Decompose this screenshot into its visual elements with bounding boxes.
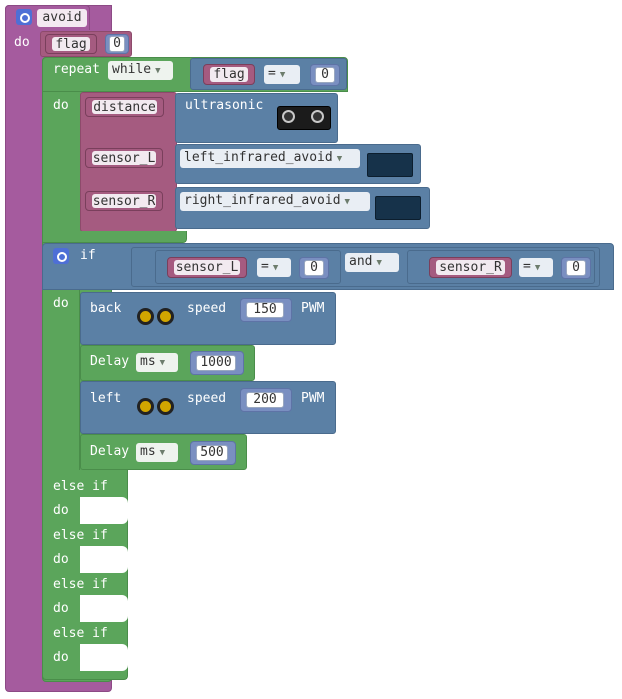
distance-fn-label: ultrasonic [185, 98, 264, 113]
else-if-label: else if [53, 528, 108, 543]
if-left-op[interactable]: =▼ [257, 258, 291, 277]
else-if-do-slot[interactable] [80, 546, 128, 573]
distance-var[interactable]: distance [85, 97, 164, 117]
delay1-label: Delay [90, 354, 130, 369]
procedure-do-label: do [14, 35, 30, 50]
delay2-value[interactable]: 500 [190, 441, 236, 465]
repeat-cond-op[interactable]: =▼ [264, 65, 300, 84]
left-unit-label: PWM [301, 391, 325, 406]
if-left-value[interactable]: 0 [299, 257, 329, 279]
set-flag-value[interactable]: 0 [105, 34, 129, 54]
else-if-do-slot[interactable] [80, 497, 128, 524]
else-if-do-label: do [53, 552, 69, 567]
else-if-label: else if [53, 479, 108, 494]
repeat-footer [42, 231, 187, 243]
procedure-name: avoid [42, 10, 82, 25]
if-do-label: do [53, 296, 69, 311]
repeat-do-label: do [53, 98, 69, 113]
else-if-do-label: do [53, 503, 69, 518]
wheel-icon [157, 308, 174, 325]
delay1-unit-dropdown[interactable]: ms▼ [136, 353, 178, 372]
back-unit-label: PWM [301, 301, 325, 316]
delay1-value[interactable]: 1000 [190, 351, 244, 375]
back-label: back [90, 301, 122, 316]
if-right-op[interactable]: =▼ [519, 258, 553, 277]
if-right-var[interactable]: sensor_R [429, 257, 512, 278]
if-logic-dropdown[interactable]: and▼ [345, 253, 399, 272]
else-if-label: else if [53, 626, 108, 641]
repeat-cond-var[interactable]: flag [203, 64, 255, 85]
if-label: if [80, 248, 96, 263]
left-block[interactable] [80, 381, 336, 434]
ultrasonic-sensor-icon [277, 106, 331, 130]
procedure-name-field[interactable]: avoid [37, 9, 87, 27]
repeat-cond-value[interactable]: 0 [310, 64, 340, 86]
else-if-label: else if [53, 577, 108, 592]
wheel-icon [157, 398, 174, 415]
back-speed-label: speed [187, 301, 227, 316]
left-infrared-dropdown[interactable]: left_infrared_avoid▼ [180, 149, 360, 168]
left-label: left [90, 391, 122, 406]
wheel-icon [137, 398, 154, 415]
sensor-r-var[interactable]: sensor_R [85, 191, 163, 211]
left-speed-label: speed [187, 391, 227, 406]
repeat-label: repeat [53, 62, 100, 77]
back-speed-value[interactable]: 150 [240, 298, 292, 322]
else-if-do-slot[interactable] [80, 595, 128, 622]
if-left-var[interactable]: sensor_L [167, 257, 247, 278]
right-infrared-dropdown[interactable]: right_infrared_avoid▼ [180, 192, 370, 211]
sensor-l-var[interactable]: sensor_L [85, 148, 163, 168]
right-infrared-sensor-icon [375, 196, 421, 220]
else-if-do-label: do [53, 650, 69, 665]
left-speed-value[interactable]: 200 [240, 388, 292, 412]
set-flag-var[interactable]: flag [45, 34, 97, 54]
delay2-label: Delay [90, 444, 130, 459]
wheel-icon [137, 308, 154, 325]
back-block[interactable] [80, 292, 336, 345]
left-infrared-sensor-icon [367, 153, 413, 177]
else-if-do-label: do [53, 601, 69, 616]
repeat-mode-dropdown[interactable]: while▼ [108, 61, 173, 80]
else-if-do-slot[interactable] [80, 644, 128, 671]
gear-icon[interactable] [16, 9, 32, 25]
if-right-value[interactable]: 0 [561, 257, 591, 279]
if-gear-icon[interactable] [53, 248, 69, 264]
delay2-unit-dropdown[interactable]: ms▼ [136, 443, 178, 462]
